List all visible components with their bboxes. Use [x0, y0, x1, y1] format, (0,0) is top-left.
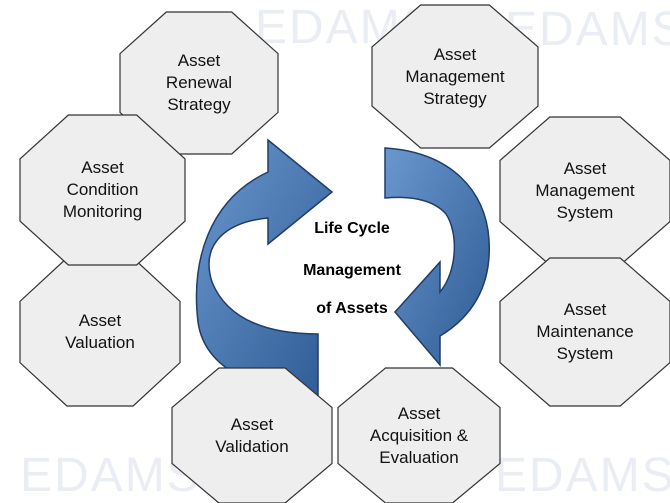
center-title-line-3: of Assets [316, 300, 388, 317]
node-label-mgmt-system: Asset Management System [535, 159, 635, 222]
octagon-condition [19, 114, 186, 266]
center-title-line-1: Life Cycle [314, 220, 390, 237]
node-label-maint-system: Asset Maintenance System [536, 300, 634, 363]
octagon-mgmt-strategy [371, 4, 539, 149]
node-label-valuation: Asset Valuation [65, 311, 135, 352]
watermark-text: EDAMS [20, 449, 201, 502]
octagon-valuation [19, 257, 181, 407]
node-label-mgmt-strategy: Asset Management Strategy [405, 44, 505, 108]
octagon-maint-system [499, 257, 670, 407]
node-label-renewal: Asset Renewal Strategy [165, 51, 233, 114]
center-title-line-2: Management [303, 262, 401, 279]
right-cycle-arrow [384, 147, 490, 368]
watermark-text: EDAMS [495, 449, 670, 502]
node-label-validation: Asset Validation [215, 414, 289, 456]
octagon-acquisition [337, 367, 501, 503]
node-label-condition: Asset Condition Monitoring [62, 158, 143, 221]
octagon-validation [171, 367, 333, 503]
node-shapes [19, 4, 670, 503]
octagon-renewal [119, 11, 279, 155]
node-label-acquisition: Asset Acquisition & Evaluation [369, 403, 469, 467]
